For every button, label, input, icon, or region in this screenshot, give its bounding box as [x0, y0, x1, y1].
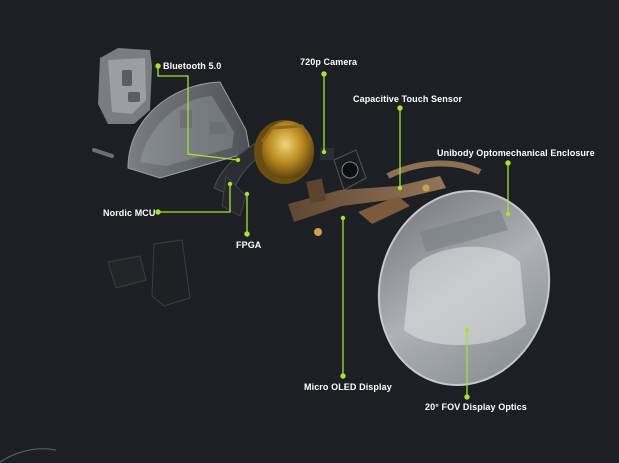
label-touch-sensor: Capacitive Touch Sensor [353, 94, 463, 104]
label-optics: 20° FOV Display Optics [425, 402, 527, 412]
label-enclosure: Unibody Optomechanical Enclosure [437, 148, 595, 158]
lower-left-parts [107, 239, 191, 307]
housing-shell-part [127, 81, 251, 179]
optic-lens-part [377, 189, 551, 387]
touch-sensor-part [386, 160, 482, 179]
top-bracket-part [98, 48, 152, 124]
label-oled: Micro OLED Display [304, 382, 392, 392]
corner-arc [0, 448, 57, 463]
gold-battery-part [254, 120, 314, 184]
callout-lines [157, 66, 509, 397]
label-bluetooth: Bluetooth 5.0 [163, 61, 222, 71]
label-fpga: FPGA [236, 240, 262, 250]
callout-dots [155, 63, 511, 400]
camera-module-part [320, 148, 367, 191]
left-screw-part [92, 148, 114, 158]
label-nordic-mcu: Nordic MCU [103, 208, 156, 218]
label-camera: 720p Camera [300, 57, 358, 67]
flex-cable-part [288, 176, 446, 236]
